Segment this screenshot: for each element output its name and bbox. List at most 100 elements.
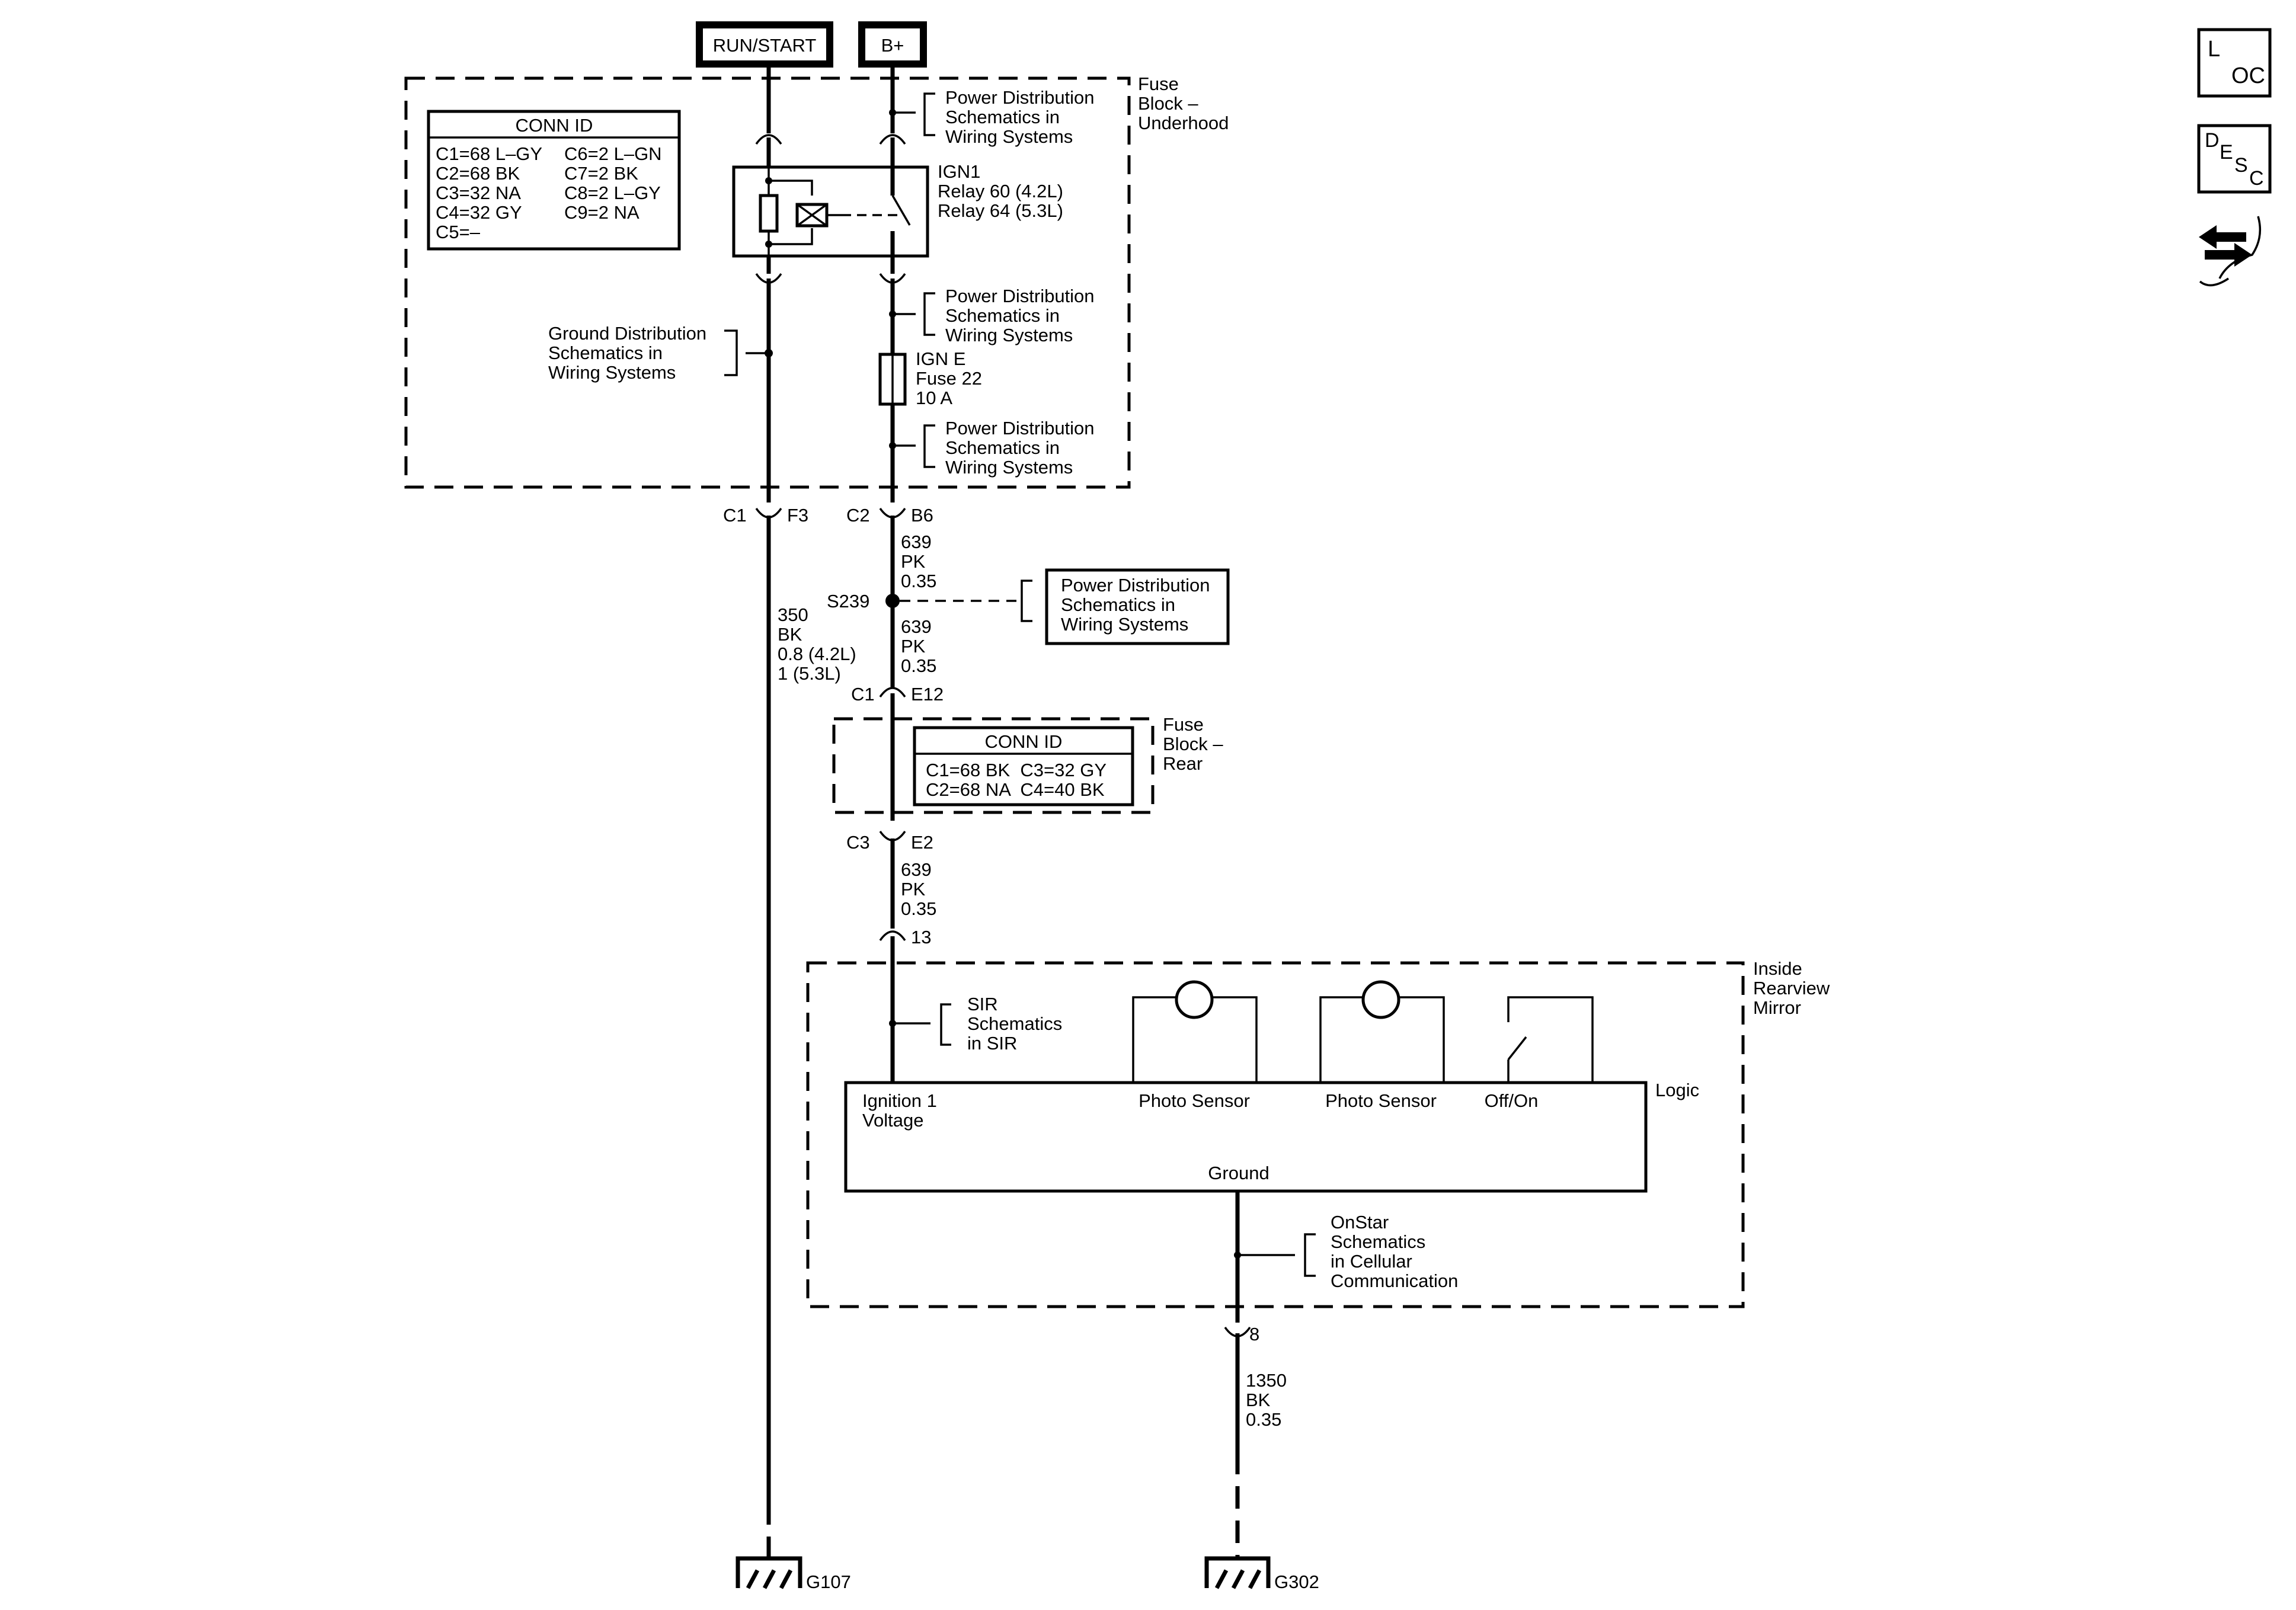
svg-text:F3: F3	[787, 505, 808, 526]
power-distribution-reference-1: Power Distribution Schematics in Wiring …	[889, 87, 1095, 147]
svg-text:PK: PK	[901, 879, 926, 900]
rear-fuse-block-label: Fuse Block – Rear	[1163, 714, 1223, 774]
underhood-fuse-block-label: Fuse Block – Underhood	[1138, 73, 1229, 133]
svg-text:C7=2 BK: C7=2 BK	[564, 163, 638, 184]
svg-text:13: 13	[911, 927, 931, 948]
svg-text:Rearview: Rearview	[1753, 978, 1830, 998]
rear-fuse-block-outline	[832, 717, 1155, 814]
ign1-relay-label: IGN1 Relay 60 (4.2L) Relay 64 (5.3L)	[938, 161, 1063, 221]
right-circuit-wires	[879, 66, 906, 1084]
svg-text:C1=68 L–GY: C1=68 L–GY	[436, 143, 542, 164]
b-plus-source-box: B+	[858, 21, 927, 68]
svg-text:C3=32 NA: C3=32 NA	[436, 183, 521, 203]
power-distribution-reference-3: Power Distribution Schematics in Wiring …	[889, 418, 1095, 478]
svg-text:Ground Distribution: Ground Distribution	[548, 323, 706, 344]
ground-distribution-reference: Ground Distribution Schematics in Wiring…	[548, 323, 773, 383]
ign-e-fuse: IGN E Fuse 22 10 A	[878, 348, 982, 408]
svg-text:RUN/START: RUN/START	[713, 35, 817, 56]
sir-reference: SIR Schematics in SIR	[889, 994, 1062, 1054]
svg-text:Mirror: Mirror	[1753, 997, 1801, 1018]
svg-text:Power Distribution: Power Distribution	[945, 418, 1095, 438]
svg-text:S239: S239	[827, 591, 869, 612]
svg-text:Off/On: Off/On	[1485, 1090, 1539, 1111]
svg-text:C8=2 L–GY: C8=2 L–GY	[564, 183, 661, 203]
svg-text:Rear: Rear	[1163, 753, 1203, 774]
svg-text:C6=2 L–GN: C6=2 L–GN	[564, 143, 662, 164]
svg-text:OC: OC	[2231, 63, 2265, 88]
svg-text:Schematics: Schematics	[967, 1013, 1062, 1034]
underhood-conn-id-table: CONN ID C1=68 L–GY C2=68 BK C3=32 NA C4=…	[427, 110, 681, 251]
svg-text:E2: E2	[911, 832, 933, 853]
inside-rearview-mirror-outline	[806, 961, 1745, 1308]
svg-text:Ignition 1: Ignition 1	[862, 1090, 937, 1111]
svg-text:Schematics in: Schematics in	[945, 107, 1060, 127]
svg-text:BK: BK	[1246, 1390, 1271, 1410]
svg-text:Power Distribution: Power Distribution	[1061, 575, 1210, 596]
svg-text:S: S	[2234, 154, 2248, 177]
connector-view-icon[interactable]	[2199, 216, 2262, 287]
svg-text:Fuse 22: Fuse 22	[916, 368, 982, 389]
svg-text:G107: G107	[806, 1571, 851, 1592]
svg-text:Block –: Block –	[1138, 93, 1198, 114]
svg-text:Fuse: Fuse	[1138, 73, 1179, 94]
wire-label-639-lower: 639 PK 0.35	[901, 859, 936, 919]
svg-text:Block –: Block –	[1163, 734, 1223, 754]
svg-text:Wiring Systems: Wiring Systems	[1061, 614, 1188, 635]
svg-text:C1=68 BK C3=32 GY: C1=68 BK C3=32 GY	[926, 760, 1107, 780]
wire-label-350: 350 BK 0.8 (4.2L) 1 (5.3L)	[778, 604, 856, 684]
svg-text:IGN1: IGN1	[938, 161, 980, 182]
splice-s239: S239	[827, 580, 1032, 622]
svg-text:C3: C3	[846, 832, 870, 853]
ground-g107-symbol: G107	[736, 1556, 851, 1592]
svg-text:Schematics: Schematics	[1331, 1231, 1425, 1252]
svg-text:Photo Sensor: Photo Sensor	[1325, 1090, 1437, 1111]
svg-text:10 A: 10 A	[916, 388, 952, 408]
svg-text:Power Distribution: Power Distribution	[945, 87, 1095, 108]
svg-text:in Cellular: in Cellular	[1331, 1251, 1412, 1272]
svg-text:PK: PK	[901, 636, 926, 657]
svg-text:E12: E12	[911, 684, 944, 705]
svg-text:Schematics in: Schematics in	[1061, 594, 1175, 615]
wire-label-1350: 1350 BK 0.35	[1246, 1370, 1287, 1430]
svg-text:1 (5.3L): 1 (5.3L)	[778, 663, 841, 684]
svg-text:Voltage: Voltage	[862, 1110, 923, 1131]
svg-text:Schematics in: Schematics in	[945, 437, 1060, 458]
desc-icon[interactable]: D E S C	[2197, 124, 2272, 194]
logic-module: Ignition 1 Voltage Photo Sensor Photo Se…	[844, 1081, 1648, 1193]
svg-text:Wiring Systems: Wiring Systems	[945, 126, 1073, 147]
svg-text:B6: B6	[911, 505, 933, 526]
svg-text:in SIR: in SIR	[967, 1033, 1017, 1054]
svg-text:D: D	[2205, 129, 2220, 152]
svg-text:BK: BK	[778, 624, 802, 645]
rear-conn-id-table: CONN ID C1=68 BK C3=32 GY C2=68 NA C4=40…	[913, 726, 1134, 806]
svg-text:C: C	[2249, 167, 2264, 190]
svg-text:Communication: Communication	[1331, 1270, 1458, 1291]
svg-text:IGN E: IGN E	[916, 348, 965, 369]
run-start-source-box: RUN/START	[696, 21, 833, 68]
svg-text:1350: 1350	[1246, 1370, 1287, 1391]
svg-text:CONN ID: CONN ID	[516, 115, 593, 136]
svg-text:C2: C2	[846, 505, 870, 526]
loc-icon[interactable]: L OC	[2197, 28, 2272, 98]
wire-label-639-upper: 639 PK 0.35	[901, 532, 936, 591]
svg-text:Underhood: Underhood	[1138, 113, 1229, 133]
svg-text:0.35: 0.35	[901, 655, 936, 676]
svg-text:Schematics in: Schematics in	[945, 305, 1060, 326]
photo-sensor-1	[1132, 980, 1258, 1083]
svg-text:Ground: Ground	[1208, 1163, 1269, 1183]
svg-text:G302: G302	[1274, 1571, 1319, 1592]
svg-text:Photo Sensor: Photo Sensor	[1139, 1090, 1250, 1111]
svg-text:B+: B+	[881, 35, 904, 56]
wire-label-639-middle: 639 PK 0.35	[901, 616, 936, 676]
svg-text:Relay 64 (5.3L): Relay 64 (5.3L)	[938, 200, 1063, 221]
svg-text:Relay 60 (4.2L): Relay 60 (4.2L)	[938, 181, 1063, 201]
svg-text:0.35: 0.35	[901, 898, 936, 919]
svg-text:Inside: Inside	[1753, 958, 1802, 979]
svg-text:Schematics in: Schematics in	[548, 343, 663, 363]
svg-text:C1: C1	[723, 505, 747, 526]
svg-text:0.35: 0.35	[1246, 1409, 1281, 1430]
svg-text:C2=68 BK: C2=68 BK	[436, 163, 520, 184]
svg-text:0.35: 0.35	[901, 571, 936, 591]
svg-text:C4=32 GY: C4=32 GY	[436, 202, 522, 223]
